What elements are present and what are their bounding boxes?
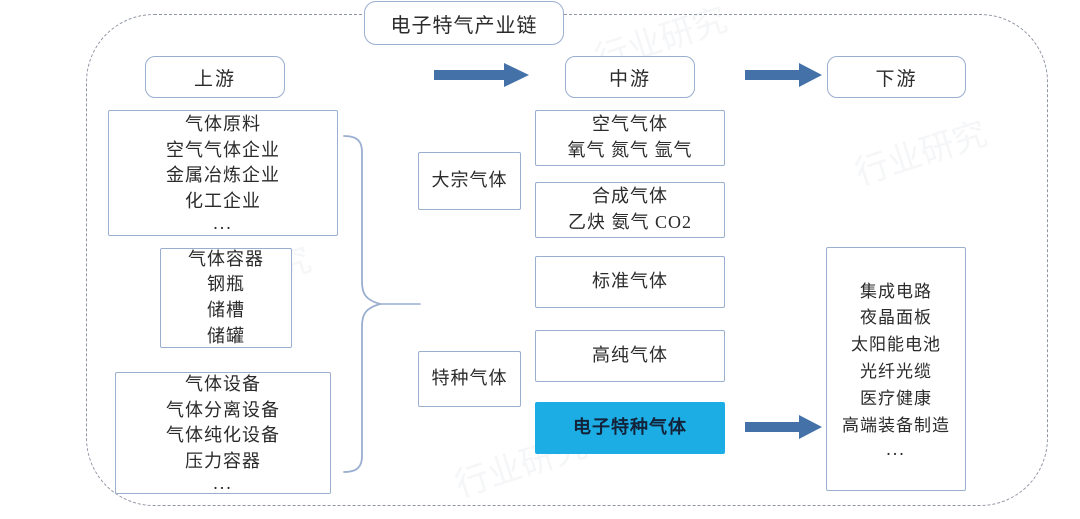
outer-dashed-frame: [86, 14, 1048, 506]
box-line: 医疗健康: [860, 388, 932, 408]
arrow-specialty-to-downstream-icon: [745, 415, 822, 439]
box-line: 空气气体企业: [166, 139, 280, 160]
box-line: 大宗气体: [431, 170, 508, 191]
category-box-specialty-gases[interactable]: 特种气体: [418, 351, 521, 407]
arrow-upstream-to-midstream-icon: [434, 63, 529, 87]
box-line: 储罐: [207, 325, 245, 346]
box-line: 高纯气体: [592, 345, 668, 366]
category-box-bulk-gases[interactable]: 大宗气体: [418, 152, 521, 210]
box-line: 储槽: [207, 300, 245, 320]
box-line: 乙炔 氨气 CO2: [567, 212, 692, 232]
box-line: 标准气体: [592, 271, 668, 292]
box-line: 钢瓶: [207, 274, 245, 295]
arrow-midstream-to-downstream-icon: [745, 63, 822, 87]
upstream-box-gas-equipment[interactable]: 气体设备 气体分离设备 气体纯化设备 压力容器 ...: [115, 372, 331, 494]
upstream-box-raw-materials[interactable]: 气体原料 空气气体企业 金属冶炼企业 化工企业 ...: [108, 110, 338, 236]
box-line: 特种气体: [431, 368, 508, 389]
downstream-box-applications[interactable]: 集成电路 夜晶面板 太阳能电池 光纤光缆 医疗健康 高端装备制造 ...: [826, 247, 966, 491]
box-line: 气体纯化设备: [166, 425, 280, 446]
stage-header-downstream: 下游: [827, 56, 966, 98]
box-line: 合成气体: [592, 186, 668, 207]
box-line: 空气气体: [592, 114, 668, 135]
midstream-box-air-gases[interactable]: 空气气体 氧气 氮气 氩气: [535, 110, 725, 166]
box-line: 电子特种气体: [573, 417, 687, 438]
box-line: 气体原料: [185, 114, 261, 134]
midstream-box-standard-gases[interactable]: 标准气体: [535, 256, 725, 308]
box-ellipsis: ...: [886, 438, 906, 459]
box-line: 气体容器: [188, 248, 264, 269]
box-line: 金属冶炼企业: [166, 165, 280, 186]
midstream-box-high-purity-gases[interactable]: 高纯气体: [535, 330, 725, 382]
box-line: 化工企业: [185, 190, 261, 211]
box-line: 夜晶面板: [860, 308, 932, 328]
box-line: 高端装备制造: [842, 415, 950, 435]
midstream-box-electronic-specialty-gases[interactable]: 电子特种气体: [535, 402, 725, 454]
diagram-title: 电子特气产业链: [364, 1, 564, 45]
box-line: 集成电路: [860, 281, 932, 301]
box-line: 太阳能电池: [851, 335, 941, 355]
bracket-connector-icon: [343, 135, 421, 473]
box-line: 光纤光缆: [860, 362, 932, 382]
box-line: 氧气 氮气 氩气: [567, 140, 693, 160]
stage-header-upstream: 上游: [145, 56, 285, 98]
box-ellipsis: ...: [213, 213, 233, 234]
box-ellipsis: ...: [213, 473, 233, 494]
box-line: 气体设备: [185, 374, 261, 395]
midstream-box-synthetic-gases[interactable]: 合成气体 乙炔 氨气 CO2: [535, 182, 725, 238]
box-line: 气体分离设备: [166, 399, 280, 420]
box-line: 压力容器: [185, 450, 261, 471]
upstream-box-gas-containers[interactable]: 气体容器 钢瓶 储槽 储罐: [160, 248, 292, 348]
stage-header-midstream: 中游: [565, 56, 695, 98]
